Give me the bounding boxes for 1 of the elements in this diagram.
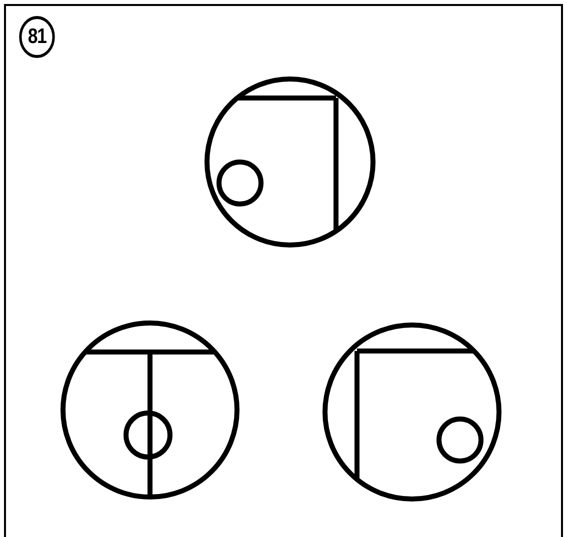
question-number: 81 (19, 16, 55, 58)
